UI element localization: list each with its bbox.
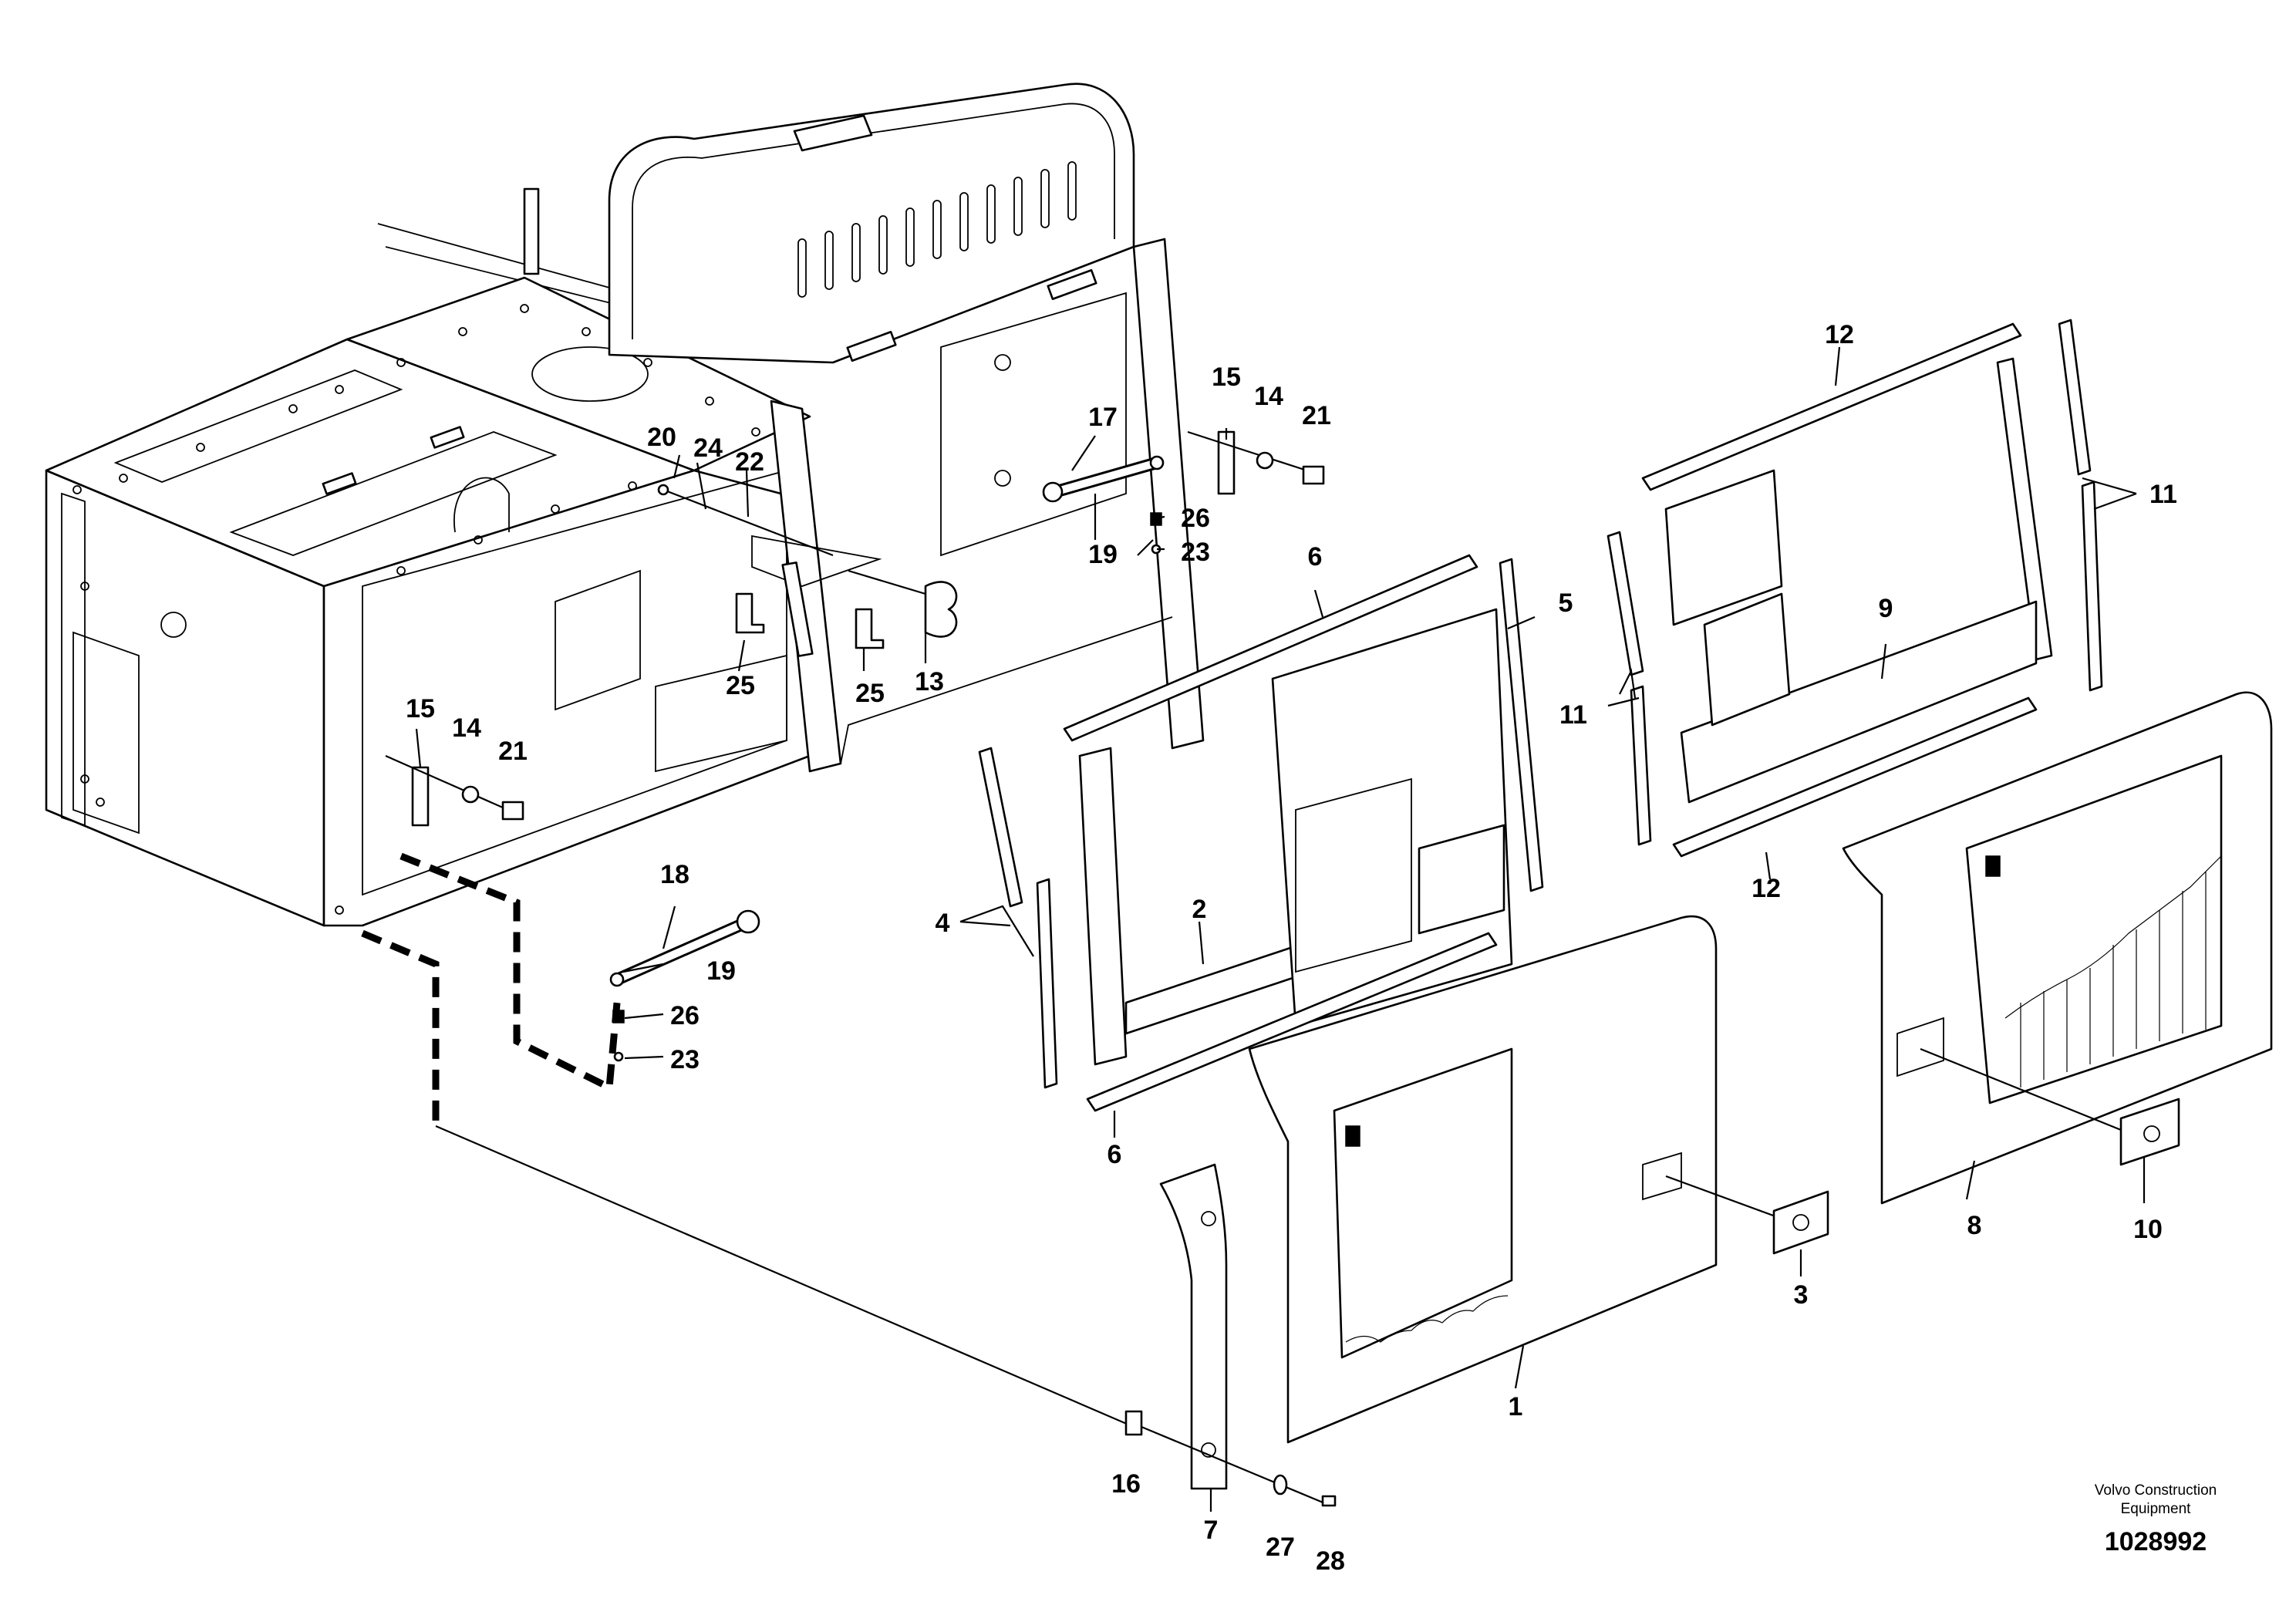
callout-14-lower: 14 <box>452 713 481 743</box>
part-28-bolt <box>1321 1495 1337 1507</box>
callout-8: 8 <box>1967 1211 1982 1240</box>
callout-9: 9 <box>1879 594 1893 623</box>
part-7-pillar <box>1124 1163 1337 1507</box>
callout-12-top: 12 <box>1825 320 1854 349</box>
hood-louvers <box>797 161 1077 298</box>
callout-7: 7 <box>1204 1516 1219 1545</box>
callout-leaders <box>415 346 2146 1512</box>
callout-12-bottom: 12 <box>1752 874 1781 903</box>
company-name-line1: Volvo Construction <box>2095 1482 2217 1499</box>
part-12-strips <box>1641 322 2038 858</box>
callout-20: 20 <box>647 423 676 452</box>
callout-24: 24 <box>693 433 723 463</box>
callout-23-upper: 23 <box>1181 538 1210 567</box>
callout-3: 3 <box>1794 1280 1809 1310</box>
callout-15-lower: 15 <box>406 694 435 723</box>
callout-21-upper: 21 <box>1302 401 1331 430</box>
part-3-latch <box>1772 1190 1829 1255</box>
part-27-washer <box>1273 1474 1288 1496</box>
callout-13: 13 <box>915 667 944 696</box>
callout-11-left: 11 <box>1559 700 1587 730</box>
callout-16: 16 <box>1111 1469 1141 1499</box>
callout-15-upper: 15 <box>1212 363 1241 392</box>
callout-25-right: 25 <box>855 679 885 708</box>
callout-labels: 1 2 3 4 5 6 6 7 8 9 10 11 11 12 12 13 14… <box>406 320 2177 1576</box>
callout-6-bottom: 6 <box>1108 1140 1122 1169</box>
engine-hood <box>608 83 1205 764</box>
callout-25-left: 25 <box>726 671 755 700</box>
callout-26-lower: 26 <box>670 1001 700 1030</box>
callout-14-upper: 14 <box>1254 382 1283 411</box>
part-16-clip <box>1124 1410 1143 1436</box>
drawing-number: 1028992 <box>2105 1527 2207 1556</box>
part-11-seals <box>1607 319 2103 846</box>
callout-27: 27 <box>1266 1533 1295 1562</box>
part-6-strips <box>1063 554 1498 1112</box>
company-name-line2: Equipment <box>2121 1501 2192 1517</box>
callout-22: 22 <box>735 447 764 477</box>
leader-to-clip-16 <box>435 1125 1135 1428</box>
support-rod-upper <box>1042 455 1165 555</box>
callout-18: 18 <box>660 860 689 889</box>
part-2-insulation-left <box>1078 608 1513 1066</box>
part-9-insulation-right <box>1664 357 2053 804</box>
part-8-rear-door <box>1842 691 2273 1205</box>
drawing-footer: Volvo Construction Equipment 1028992 <box>2095 1482 2217 1556</box>
latch-hardware-lower <box>385 754 524 827</box>
part-1-door-panel <box>1248 915 1782 1444</box>
part-5-seal <box>1499 558 1544 892</box>
callout-10: 10 <box>2133 1215 2163 1244</box>
callout-23-lower: 23 <box>670 1045 700 1074</box>
rear-door-hatching <box>2020 872 2207 1088</box>
callout-21-lower: 21 <box>498 737 528 766</box>
callout-11-right: 11 <box>2149 480 2177 509</box>
callout-19-upper: 19 <box>1088 540 1118 569</box>
callout-6-top: 6 <box>1308 542 1323 572</box>
callout-4: 4 <box>936 909 950 938</box>
support-rod-lower <box>609 909 760 1062</box>
callout-1: 1 <box>1509 1392 1523 1421</box>
frame-bolts <box>72 304 760 915</box>
callout-19-lower: 19 <box>706 956 736 986</box>
latch-hardware-upper <box>1187 430 1325 495</box>
bracket-hardware <box>657 484 958 657</box>
callout-2: 2 <box>1192 895 1207 924</box>
dashed-leader-panel <box>361 929 440 1126</box>
machine-frame <box>45 187 842 927</box>
dashed-leader-rod <box>400 852 621 1093</box>
callout-5: 5 <box>1559 588 1573 618</box>
part-10-latch <box>2119 1098 2180 1166</box>
callout-17: 17 <box>1088 403 1118 432</box>
callout-26-upper: 26 <box>1181 504 1210 533</box>
part-4-seals <box>978 747 1058 1089</box>
callout-28: 28 <box>1316 1546 1345 1576</box>
